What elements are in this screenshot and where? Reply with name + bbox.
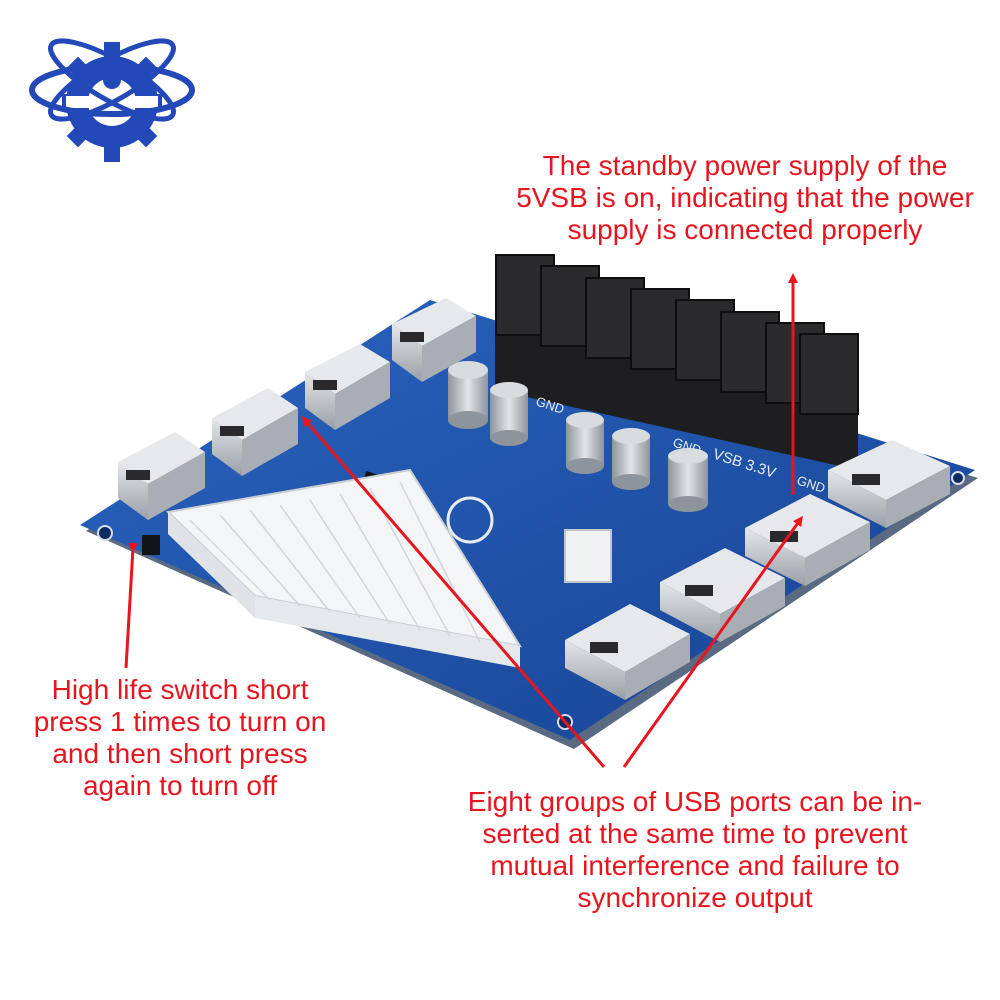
usb-port xyxy=(392,298,476,382)
callout-bottom-line: synchronize output xyxy=(577,882,813,913)
callout-top-line: The standby power supply of the xyxy=(542,150,948,181)
callout-bottom-line: serted at the same time to prevent xyxy=(482,818,908,849)
usb-port xyxy=(118,432,205,520)
usb-port xyxy=(828,440,950,528)
atom-gear-logo-icon xyxy=(29,38,195,162)
arrow-to-usb-left xyxy=(301,416,606,768)
annotation-arrows xyxy=(124,273,803,768)
board-circle-marking xyxy=(446,496,494,544)
arrow-to-usb-right xyxy=(622,515,803,768)
callout-top-line: 5VSB is on, indicating that the power xyxy=(516,182,974,213)
arrow-to-switch xyxy=(124,542,139,669)
usb-port xyxy=(660,548,785,642)
usb-port xyxy=(305,344,390,430)
jst-connector xyxy=(564,529,612,583)
callout-5vsb-standby: The standby power supply of the 5VSB is … xyxy=(500,150,990,246)
callout-top-line: supply is connected properly xyxy=(567,214,923,245)
callout-left-line: press 1 times to turn on xyxy=(33,706,327,737)
callout-left-line: High life switch short xyxy=(51,674,309,705)
atx-24pin-connector xyxy=(165,468,523,668)
callout-bottom-line: Eight groups of USB ports can be in- xyxy=(467,786,923,817)
power-switch xyxy=(142,535,160,555)
callout-usb-ports: Eight groups of USB ports can be in- ser… xyxy=(395,786,995,914)
capacitors xyxy=(448,361,708,512)
usb-ports xyxy=(118,298,950,700)
callout-bottom-line: mutual interference and failure to xyxy=(490,850,900,881)
callout-left-line: and then short press xyxy=(52,738,308,769)
screw-terminal-block xyxy=(495,254,859,470)
callout-power-switch: High life switch short press 1 times to … xyxy=(10,674,350,802)
callout-left-line: again to turn off xyxy=(82,770,278,801)
usb-port xyxy=(565,604,690,700)
usb-port xyxy=(212,388,298,476)
